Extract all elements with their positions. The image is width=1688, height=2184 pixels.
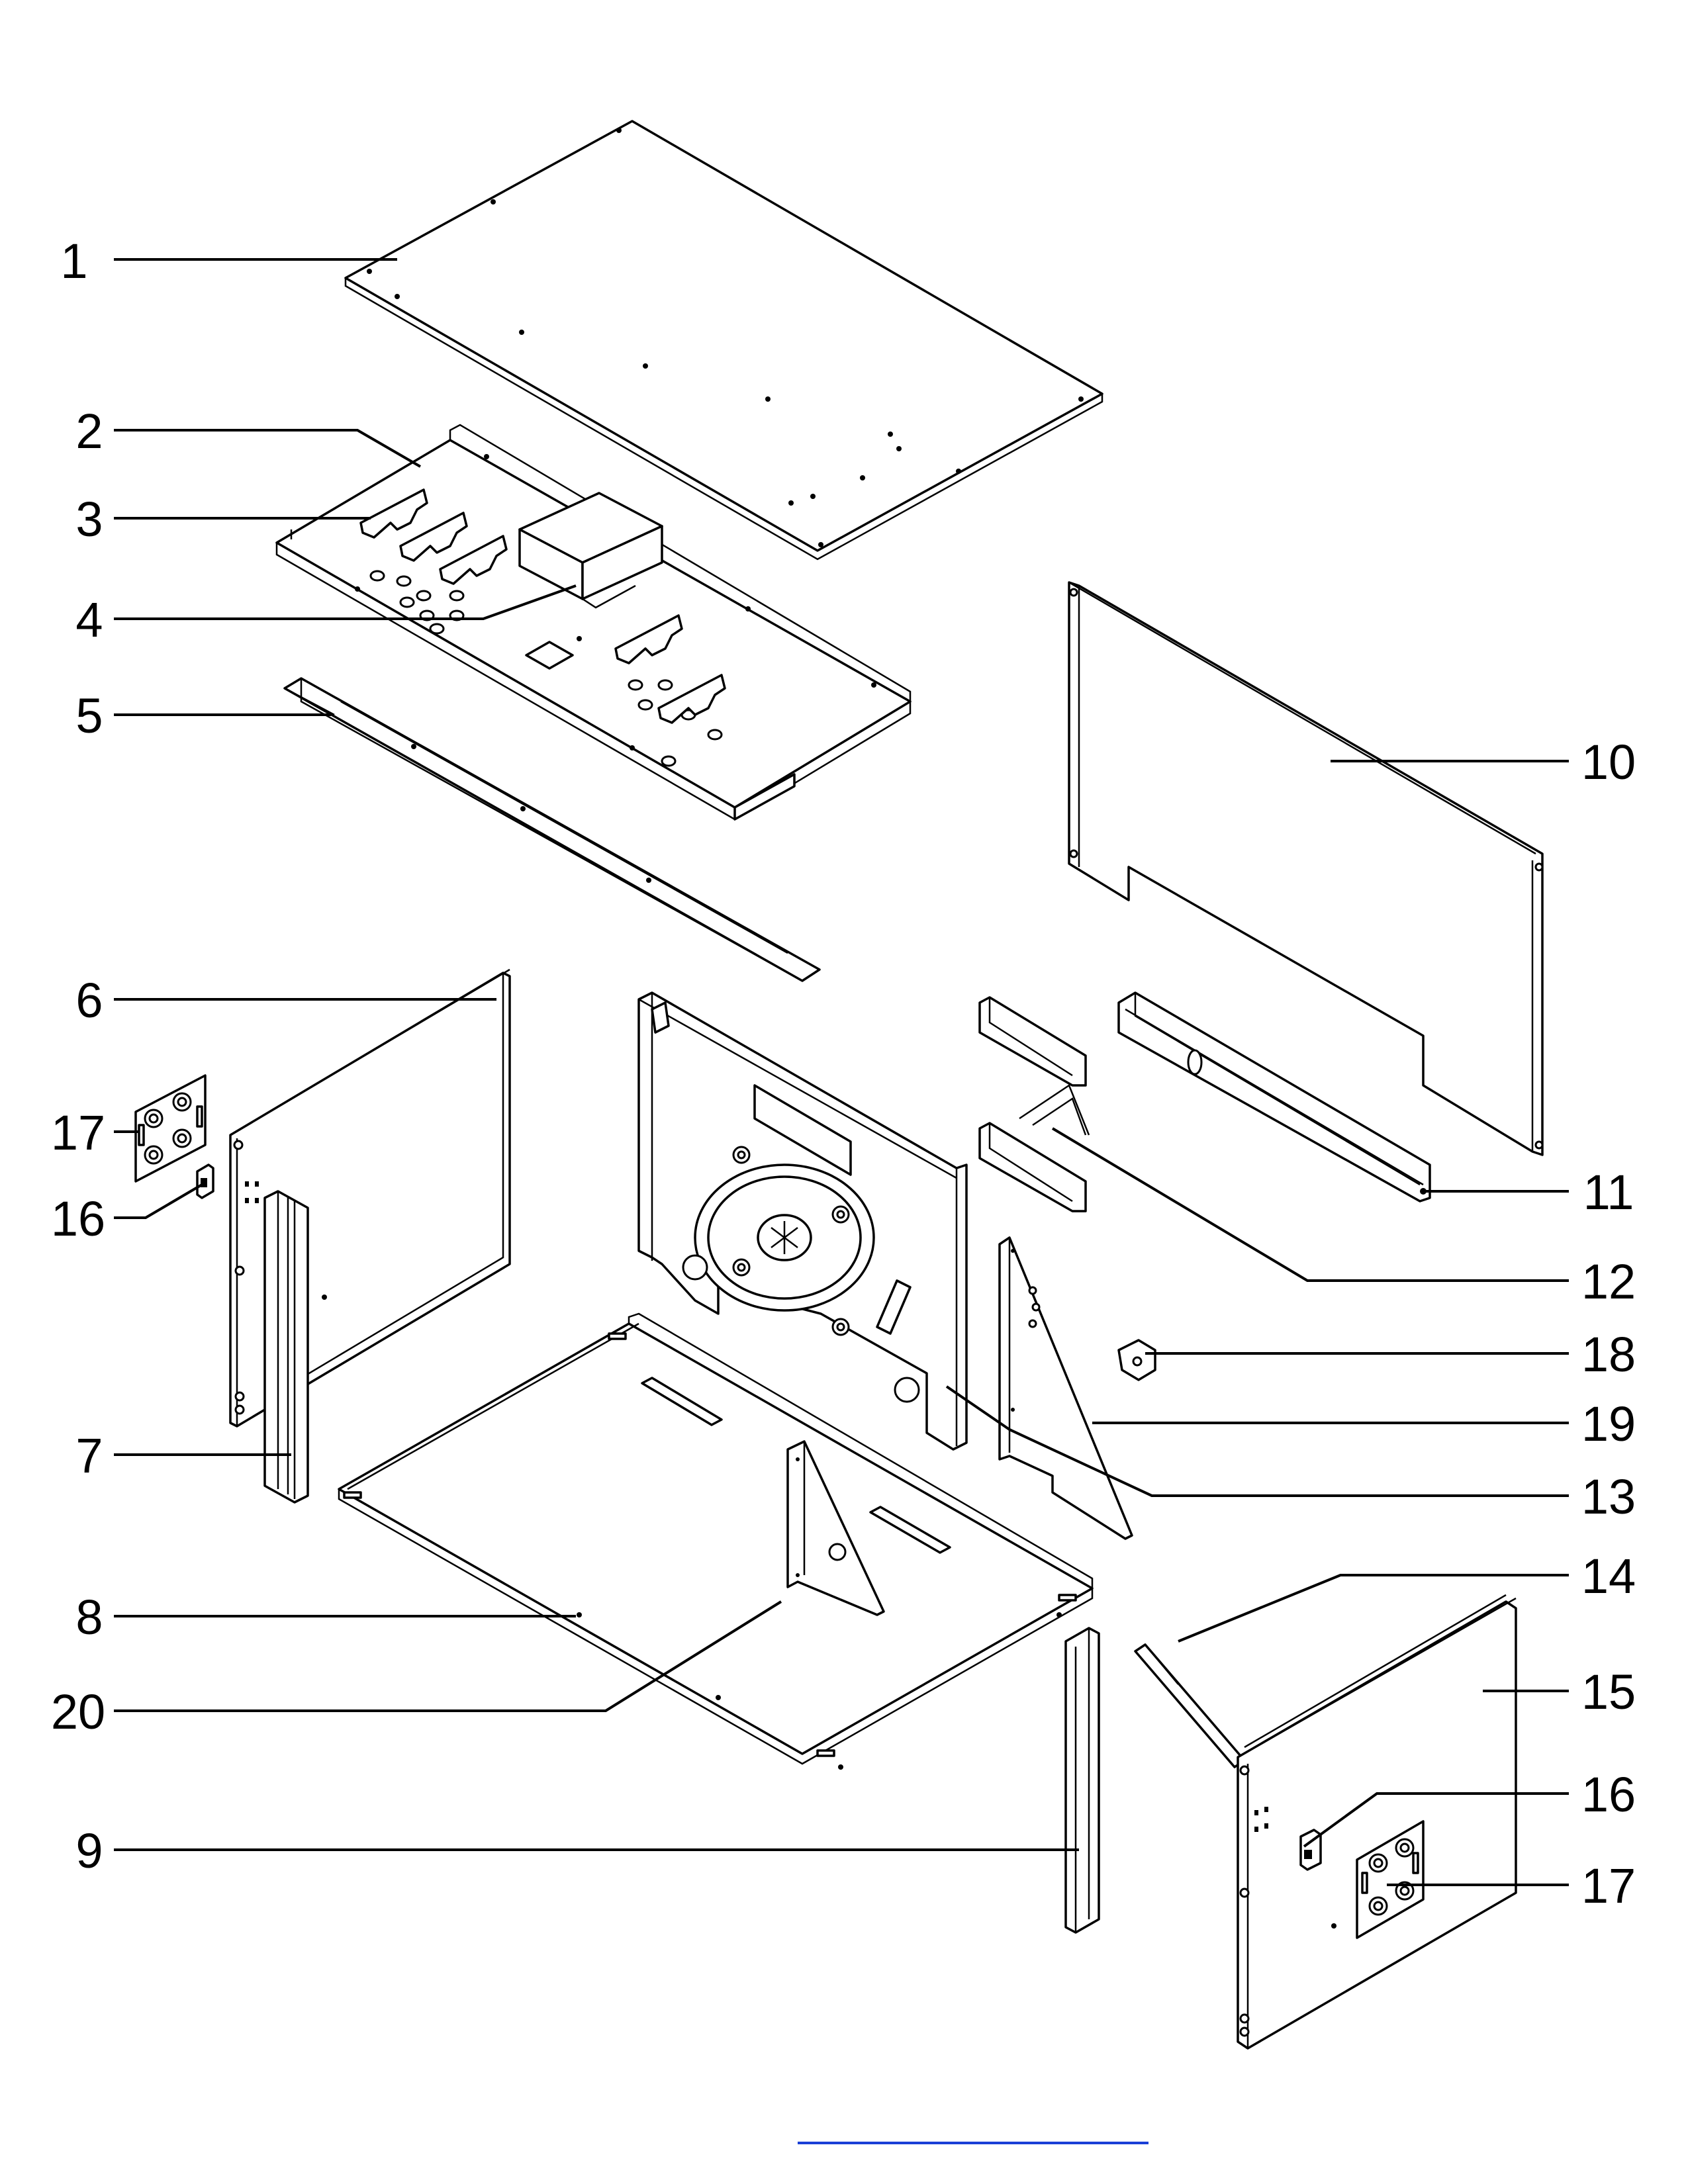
callout-14: 14 [1581,1549,1636,1604]
part-19-gusset [998,1236,1133,1540]
callout-4: 4 [75,592,103,647]
part-1-top-cover [344,120,1103,561]
callout-11: 11 [1583,1165,1634,1220]
part-11-support-rail [1117,991,1431,1203]
part-4-box-housing [518,492,663,609]
fan-mounting-panel [637,991,968,1451]
part-16-latch-left [196,1163,214,1199]
part-10-rear-panel [1068,581,1544,1156]
part-14-corner-gusset [1134,1643,1246,1768]
callout-10: 10 [1581,735,1636,790]
part-5-channel-rail [283,677,821,982]
part-12-twin-brackets [978,996,1090,1212]
callout-2: 2 [75,404,103,459]
part-9-vertical-channel-right [1064,1627,1100,1934]
callout-16-left: 16 [51,1191,105,1246]
part-17-pad-plate-left [134,1074,207,1183]
callout-1: 1 [60,234,87,289]
callout-9: 9 [75,1823,103,1878]
callout-13: 13 [1581,1469,1636,1524]
part-8-base-panel [338,1312,1094,1770]
callout-18: 18 [1581,1327,1636,1382]
callout-7: 7 [75,1428,103,1483]
part-7-vertical-channel [263,1190,309,1504]
callout-19: 19 [1581,1396,1636,1451]
part-3-mounting-clips [359,488,726,724]
part-17-pad-plate-right [1356,1820,1425,1939]
callout-20: 20 [51,1684,105,1739]
callout-labels: 1 2 3 4 5 6 17 16 7 8 20 9 10 11 12 18 1… [51,234,1636,1913]
callout-16-right: 16 [1581,1767,1636,1822]
callout-12: 12 [1581,1254,1636,1309]
callout-8: 8 [75,1590,103,1645]
callout-17-right: 17 [1581,1858,1636,1913]
callout-15: 15 [1581,1664,1636,1719]
callout-3: 3 [75,492,103,547]
callout-6: 6 [75,973,103,1028]
callout-5: 5 [75,688,103,743]
leader-lines [114,258,1569,1886]
part-20-triangle-gusset [786,1440,885,1616]
part-18-clip [1117,1339,1156,1381]
callout-17-left: 17 [51,1105,105,1160]
part-16-latch-right [1299,1829,1322,1871]
part-15-right-side-panel [1237,1594,1517,2050]
